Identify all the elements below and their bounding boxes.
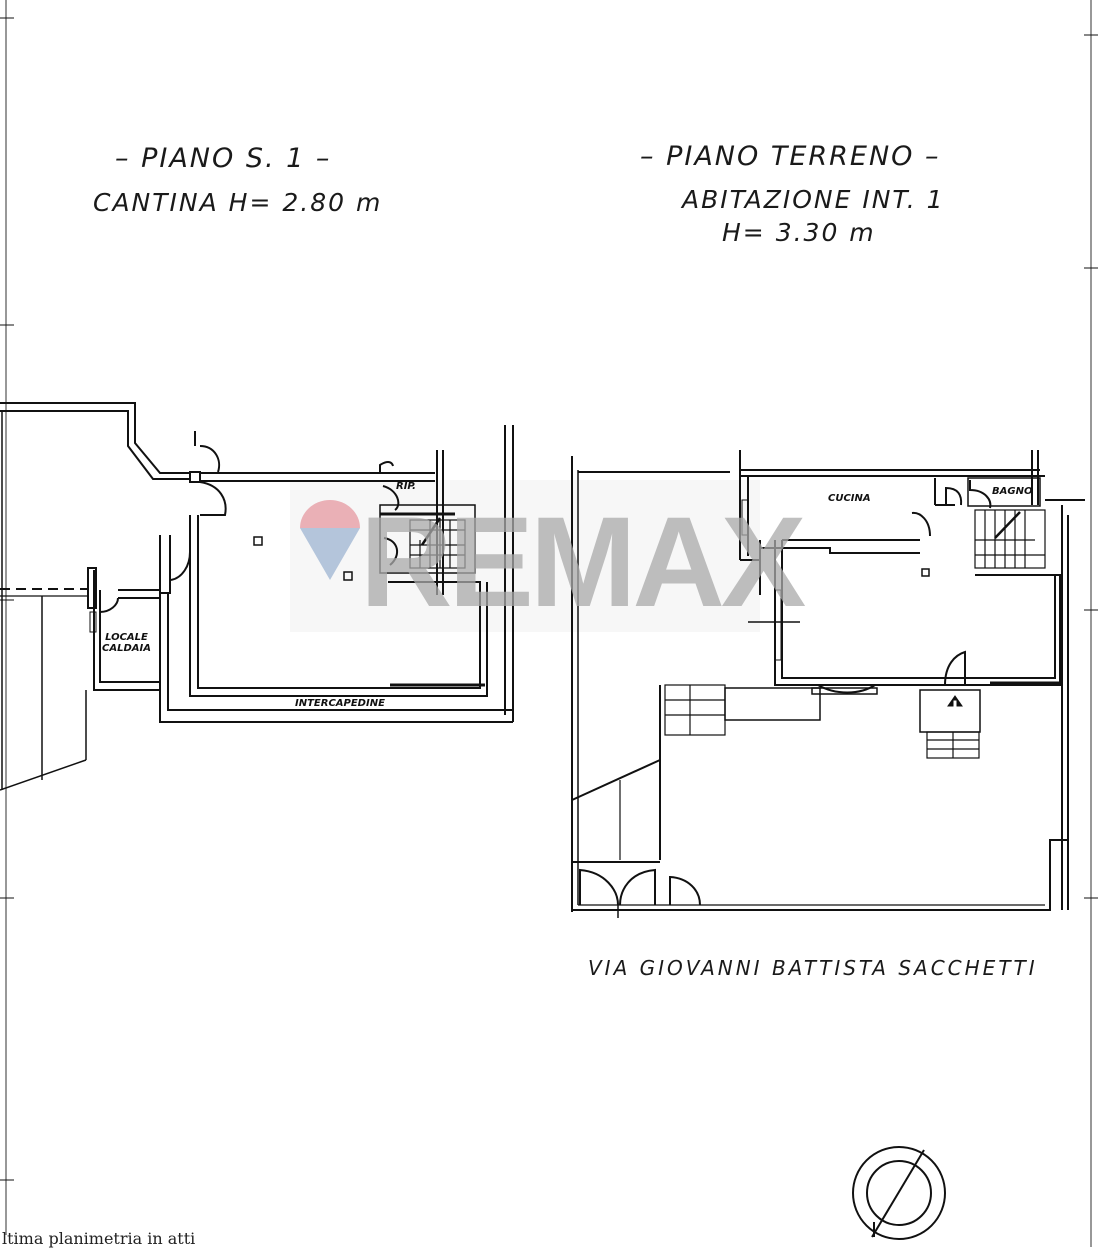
remax-balloon-logo bbox=[300, 500, 360, 580]
room-label-bagno: BAGNO bbox=[992, 486, 1033, 497]
plan-subtitle-basement: CANTINA H= 2.80 m bbox=[93, 188, 383, 217]
plan-title-basement: – PIANO S. 1 – bbox=[115, 143, 332, 174]
plan-title-ground: – PIANO TERRENO – bbox=[640, 141, 941, 172]
watermark-panel bbox=[290, 480, 760, 632]
room-label-locale-caldaia: LOCALE CALDAIA bbox=[102, 632, 151, 654]
room-label-line1: LOCALE bbox=[105, 632, 148, 643]
watermark-brand: REMAX bbox=[360, 491, 806, 634]
plan-subtitle-ground: ABITAZIONE INT. 1 bbox=[682, 185, 945, 214]
footer-note: ltima planimetria in atti bbox=[2, 1229, 196, 1248]
room-label-intercapedine: INTERCAPEDINE bbox=[295, 698, 385, 709]
plan-height-ground: H= 3.30 m bbox=[722, 218, 876, 247]
room-label-line2: CALDAIA bbox=[102, 643, 151, 654]
street-name: VIA GIOVANNI BATTISTA SACCHETTI bbox=[588, 956, 1038, 980]
north-arrow-icon bbox=[852, 1146, 946, 1240]
room-label-cucina: CUCINA bbox=[828, 493, 871, 504]
room-label-rip: RIP. bbox=[396, 481, 416, 492]
